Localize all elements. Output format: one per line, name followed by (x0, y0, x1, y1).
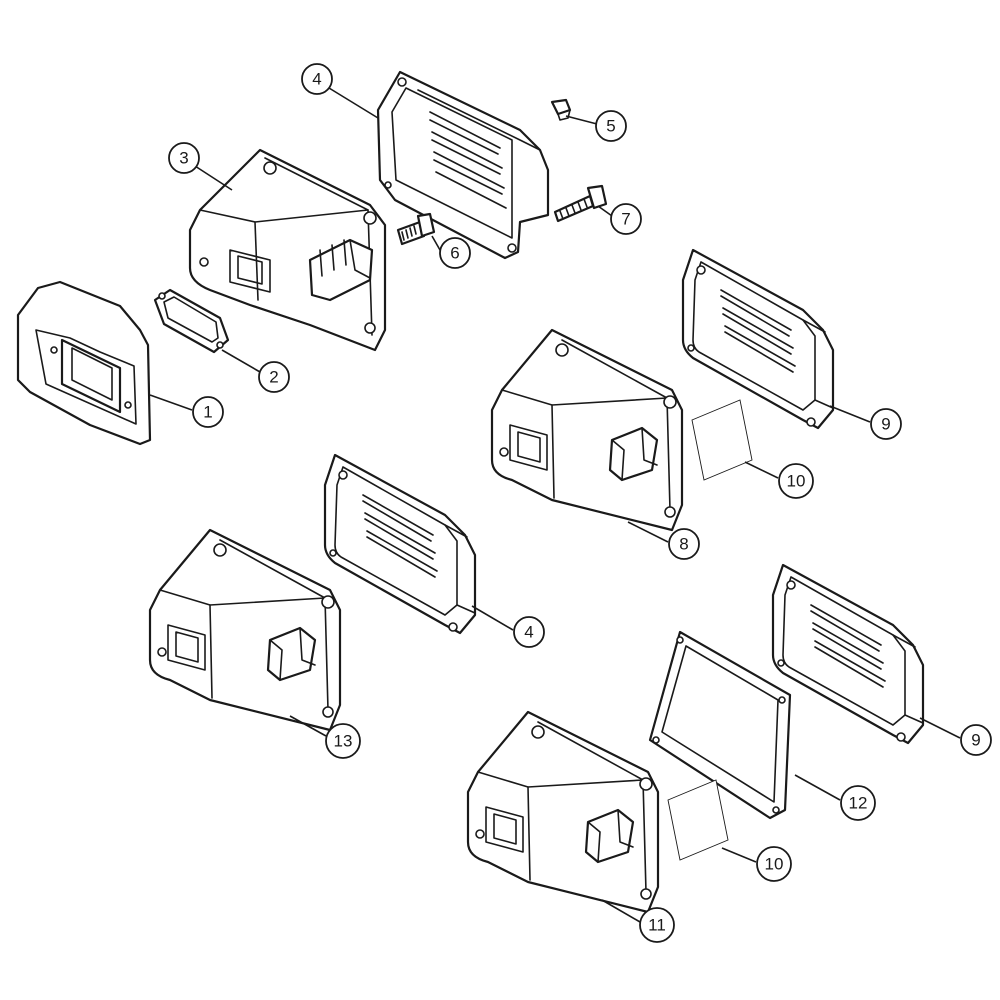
callout-8: 8 (668, 528, 700, 560)
callout-10-lower: 10 (756, 846, 792, 882)
callout-label-12: 12 (849, 794, 868, 813)
callout-label-3: 3 (179, 149, 188, 168)
callout-label-10-upper: 10 (787, 472, 806, 491)
callout-11: 11 (639, 907, 675, 943)
callout-7: 7 (610, 203, 642, 235)
long-bolt (553, 184, 608, 223)
callout-10-upper: 10 (778, 463, 814, 499)
muffler-lower-left (148, 528, 342, 732)
spark-screen-upper (691, 399, 753, 481)
callout-9-bottom: 9 (960, 724, 992, 756)
short-bolt (396, 212, 436, 246)
callout-4-mid: 4 (513, 616, 545, 648)
large-gasket (648, 630, 792, 820)
callout-label-8: 8 (679, 535, 688, 554)
heat-shield-plate (16, 280, 152, 446)
callout-label-2: 2 (269, 368, 278, 387)
callout-2: 2 (258, 361, 290, 393)
callout-label-6: 6 (450, 244, 459, 263)
callout-label-13: 13 (334, 732, 353, 751)
callout-13: 13 (325, 723, 361, 759)
callout-label-10-lower: 10 (765, 855, 784, 874)
muffler-cover-right-top (681, 248, 835, 430)
callout-label-9-bottom: 9 (971, 731, 980, 750)
muffler-cover-mid (323, 453, 477, 635)
callout-12: 12 (840, 785, 876, 821)
callout-label-5: 5 (606, 117, 615, 136)
callout-5: 5 (595, 110, 627, 142)
muffler-top (188, 148, 387, 352)
callout-label-4-top: 4 (312, 70, 321, 89)
small-screw (550, 98, 572, 121)
callout-label-7: 7 (621, 210, 630, 229)
muffler-cover-top (376, 70, 550, 260)
callout-1: 1 (192, 396, 224, 428)
callout-label-9-top: 9 (881, 415, 890, 434)
callout-label-4-mid: 4 (524, 623, 533, 642)
spark-screen-lower (667, 779, 729, 861)
callout-label-11: 11 (648, 916, 666, 935)
callout-9-top: 9 (870, 408, 902, 440)
muffler-cover-right-bottom (771, 563, 925, 745)
leader-lines (149, 87, 961, 923)
callout-6: 6 (439, 237, 471, 269)
muffler-lower-right (466, 710, 660, 914)
gasket (153, 288, 230, 354)
muffler-mid-right (490, 328, 684, 532)
callout-3: 3 (168, 142, 200, 174)
callout-label-1: 1 (203, 403, 212, 422)
callout-4-top: 4 (301, 63, 333, 95)
